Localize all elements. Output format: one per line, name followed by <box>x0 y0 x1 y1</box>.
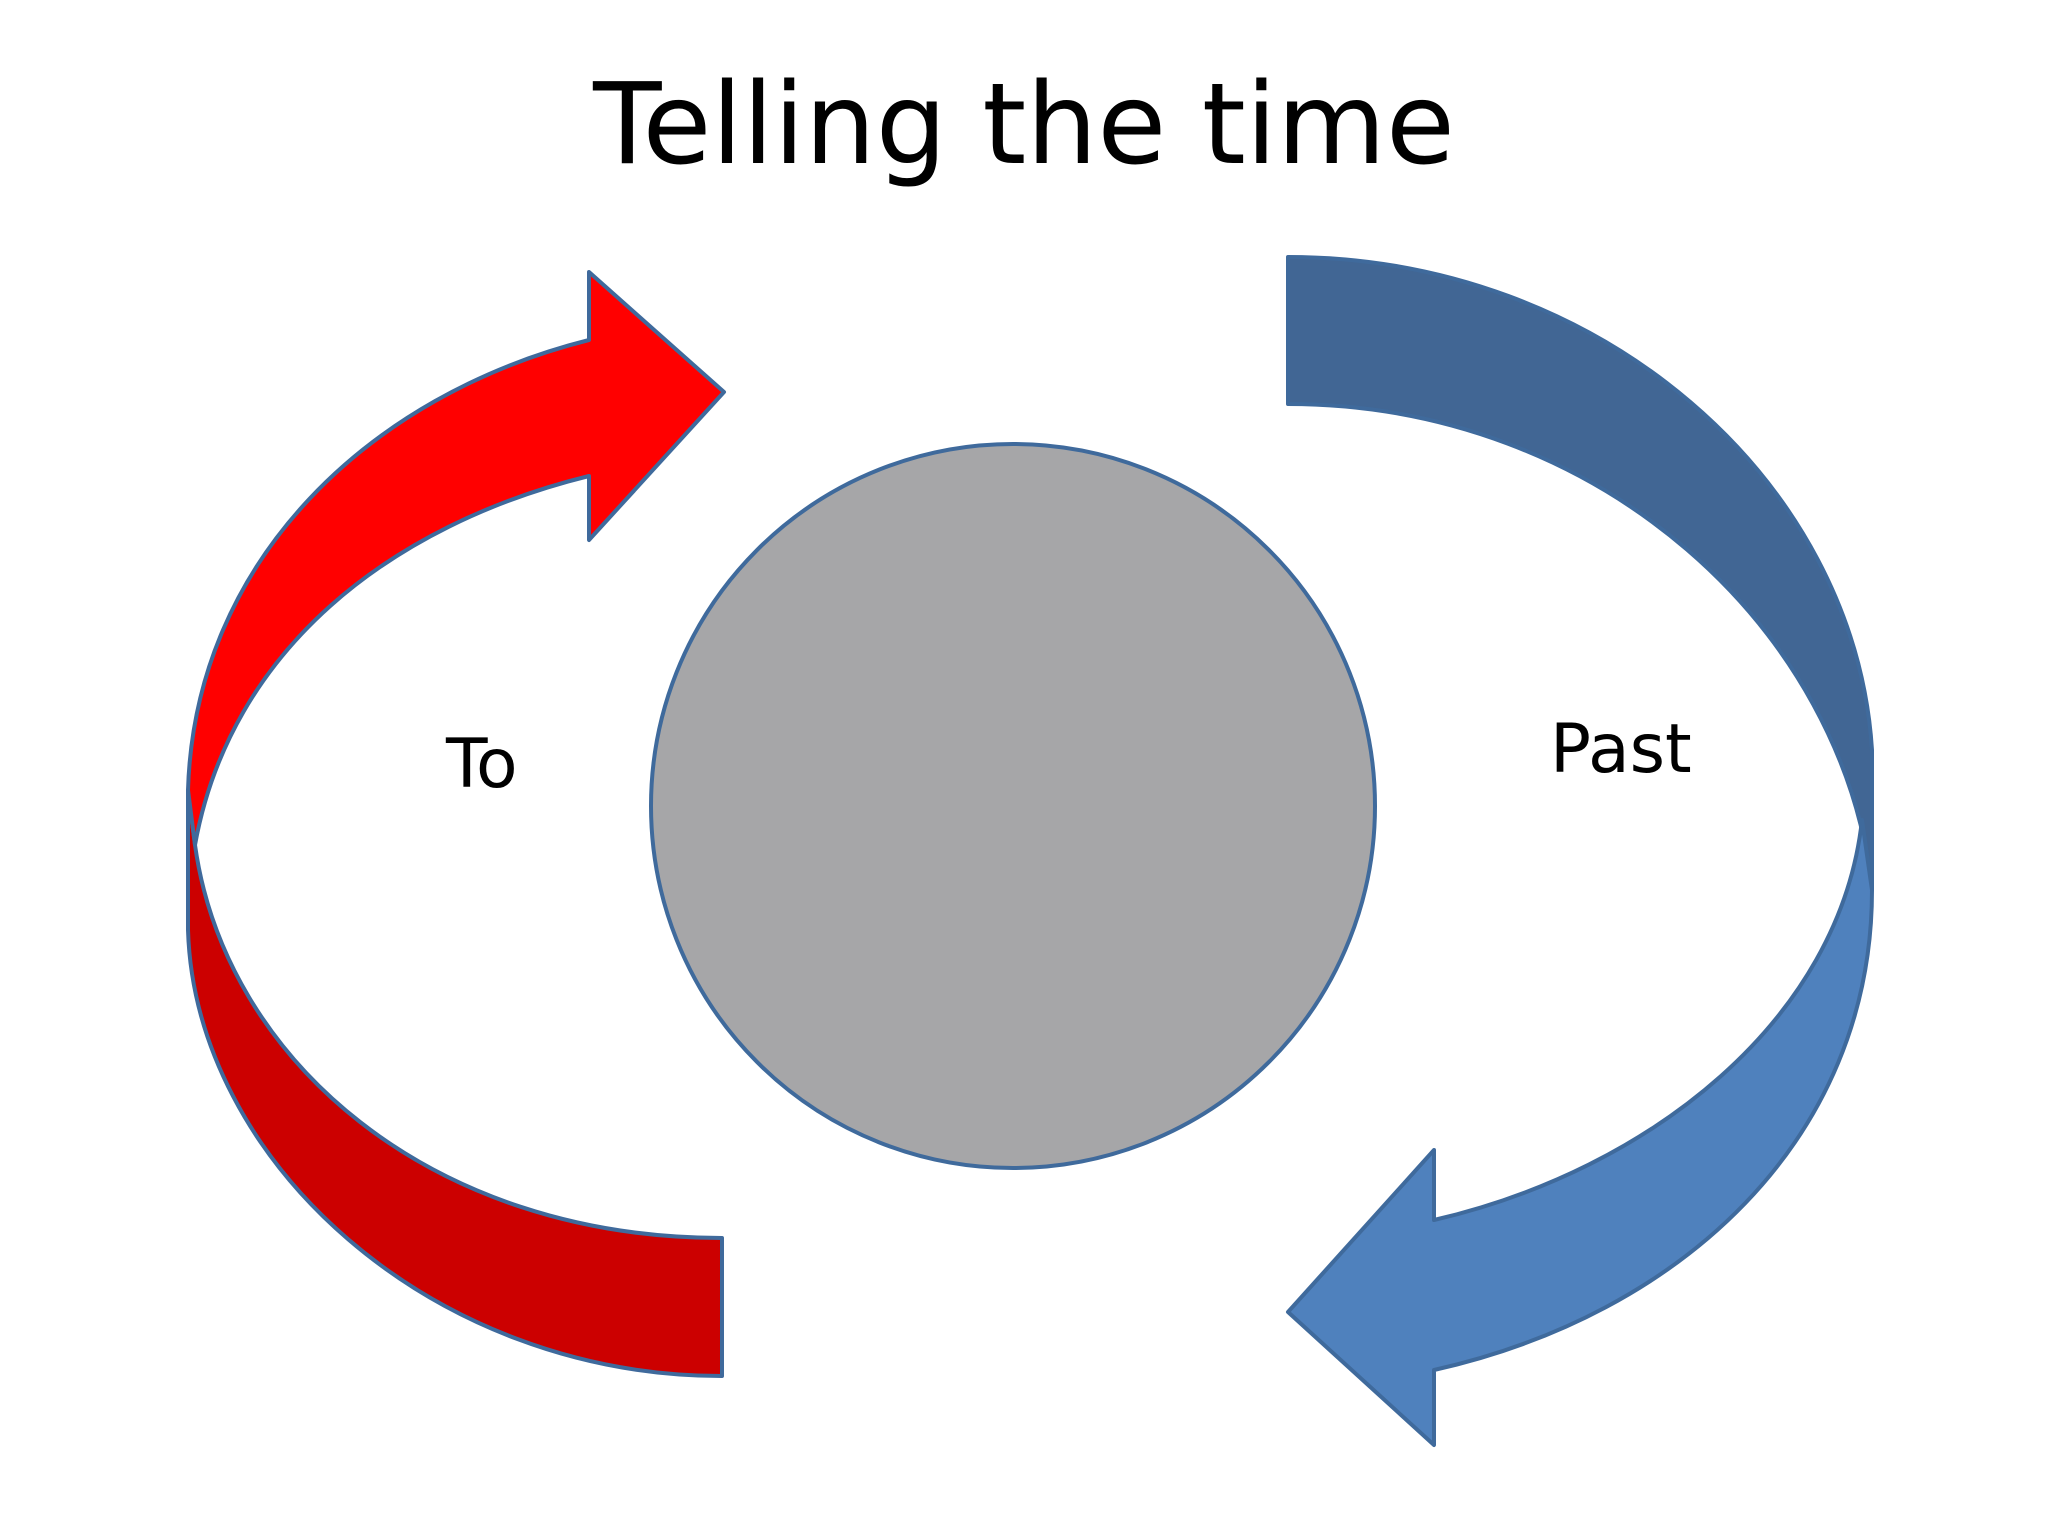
to-arrow-lower-section <box>186 788 724 1378</box>
past-arrow-lower-section <box>1286 818 1874 1447</box>
clock-face-circle <box>649 442 1377 1170</box>
slide-title: Telling the time <box>593 60 1455 190</box>
to-label: To <box>446 725 518 804</box>
to-arrow-upper-section <box>186 270 726 847</box>
past-label: Past <box>1550 710 1692 789</box>
